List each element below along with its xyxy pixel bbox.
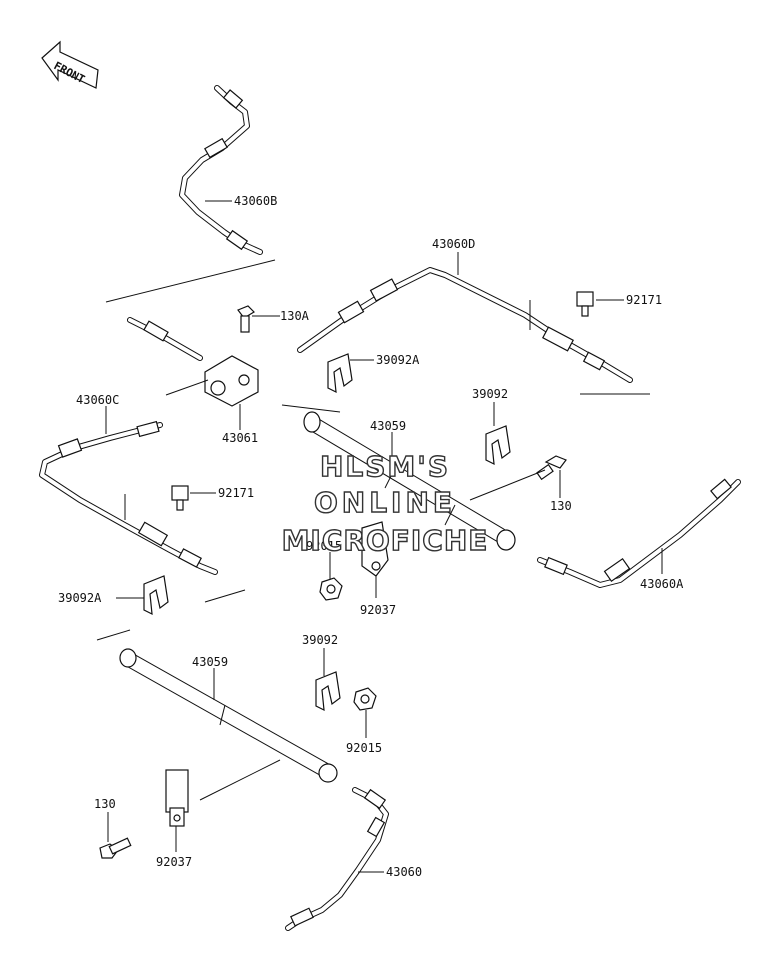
- callout-39092-lower: 39092: [302, 633, 338, 676]
- callout-92015-lower-text: 92015: [346, 741, 382, 755]
- callout-43060: 43060: [358, 865, 422, 879]
- bracket-92037-lower-icon: [165, 769, 189, 827]
- watermark-line-1: HLSM'S: [320, 450, 450, 483]
- brake-pipe-43060c: [39, 420, 218, 575]
- callout-92171-left: 92171: [190, 486, 254, 500]
- brake-pipe-stub: [127, 317, 203, 361]
- callout-43059-upper: 43059: [370, 419, 406, 468]
- callout-43061: 43061: [222, 404, 258, 445]
- callout-39092a-left-text: 39092A: [58, 591, 102, 605]
- callout-39092a-left: 39092A: [58, 591, 144, 605]
- callout-130-lower: 130: [94, 797, 116, 842]
- clip-92171-left-icon: [171, 485, 189, 511]
- callout-39092a-top-text: 39092A: [376, 353, 420, 367]
- callout-43061-text: 43061: [222, 431, 258, 445]
- bolt-130a-icon: [237, 305, 280, 333]
- callout-130-lower-text: 130: [94, 797, 116, 811]
- brake-hose-43059-upper: [303, 411, 516, 551]
- callout-43060d: 43060D: [432, 237, 475, 275]
- callout-130-upper: 130: [550, 470, 572, 513]
- callout-92171-right: 92171: [596, 293, 662, 307]
- bolt-130-lower-icon: [99, 837, 132, 859]
- brake-pipe-43060a: [537, 478, 741, 588]
- callout-43060a-text: 43060A: [640, 577, 684, 591]
- callout-43060b: 43060B: [205, 194, 277, 208]
- clip-39092a-left-icon: [143, 575, 169, 616]
- callout-92015-lower: 92015: [346, 710, 382, 755]
- callout-43059-upper-text: 43059: [370, 419, 406, 433]
- callout-43060-text: 43060: [386, 865, 422, 879]
- brake-pipe-43060: [285, 787, 389, 931]
- callout-43060d-text: 43060D: [432, 237, 475, 251]
- callout-39092-right-text: 39092: [472, 387, 508, 401]
- callout-43060c-text: 43060C: [76, 393, 119, 407]
- front-arrow-icon: FRONT: [41, 40, 99, 89]
- watermark: HLSM'S ONLINE MICROFICHE: [281, 449, 489, 557]
- callout-92171-right-text: 92171: [626, 293, 662, 307]
- callout-43060c: 43060C: [76, 393, 119, 434]
- callout-130-upper-text: 130: [550, 499, 572, 513]
- callout-43060b-text: 43060B: [234, 194, 277, 208]
- watermark-line-2: ONLINE: [314, 486, 456, 519]
- bracket-92037-upper-icon: [361, 521, 389, 577]
- nut-92015-lower-icon: [353, 687, 377, 711]
- brake-pipe-43060b: [179, 85, 263, 255]
- callout-43060a: 43060A: [640, 548, 684, 591]
- callout-130a: 130A: [252, 309, 310, 323]
- callout-92015-upper: 92015: [306, 539, 342, 580]
- callout-92171-left-text: 92171: [218, 486, 254, 500]
- junction-block-43061: [204, 355, 259, 407]
- callout-92037-upper-text: 92037: [360, 603, 396, 617]
- clip-92171-right-icon: [576, 291, 594, 317]
- callout-130a-text: 130A: [280, 309, 310, 323]
- callout-92037-upper: 92037: [360, 576, 396, 617]
- brake-pipe-43060d: [297, 267, 633, 383]
- brake-hose-43059-lower: [119, 648, 338, 783]
- callout-92037-lower: 92037: [156, 826, 192, 869]
- clip-39092a-top-icon: [327, 353, 353, 394]
- callout-43059-lower-text: 43059: [192, 655, 228, 669]
- callout-92015-upper-text: 92015: [306, 539, 342, 553]
- callout-39092-lower-text: 39092: [302, 633, 338, 647]
- nut-92015-upper-icon: [319, 577, 343, 601]
- bolt-130-upper-icon: [536, 455, 567, 481]
- callout-39092a-top: 39092A: [350, 353, 420, 367]
- clip-39092-right-icon: [485, 425, 511, 466]
- callout-39092-right: 39092: [472, 387, 508, 426]
- clip-39092-lower-icon: [315, 671, 341, 712]
- watermark-line-3: MICROFICHE: [282, 524, 489, 557]
- callout-43059-lower: 43059: [192, 655, 228, 700]
- leader-lines: [96, 259, 650, 801]
- callout-92037-lower-text: 92037: [156, 855, 192, 869]
